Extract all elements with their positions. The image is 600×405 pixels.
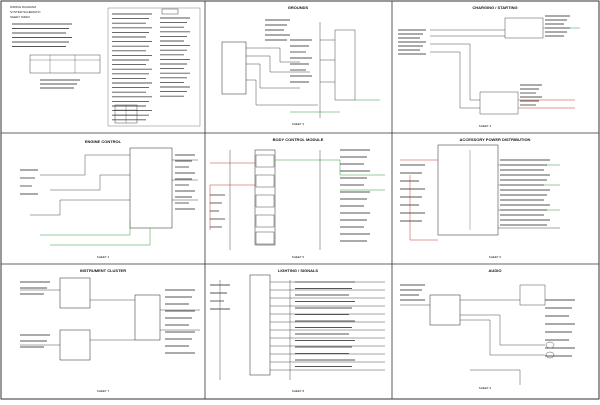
cover-legend-lines bbox=[112, 13, 190, 121]
panel-accessory: ACCESSORY POWER DISTRIBUTION SHEET 6 bbox=[400, 137, 560, 259]
panel-sheet-audio: SHEET 9 bbox=[479, 386, 492, 390]
panel-title-body-control: BODY CONTROL MODULE bbox=[273, 137, 324, 142]
amplifier-block bbox=[519, 284, 546, 306]
speaker-icon bbox=[545, 351, 555, 359]
relay-box bbox=[255, 214, 275, 228]
panel-body-control: BODY CONTROL MODULE SHEET 5 bbox=[209, 137, 385, 259]
panel-audio: AUDIO SHEET 9 bbox=[400, 268, 575, 390]
lighting-module-block bbox=[249, 274, 271, 376]
bcm-block bbox=[254, 149, 276, 246]
connector-block bbox=[221, 41, 247, 95]
relay-box bbox=[255, 194, 275, 208]
panel-lighting: LIGHTING / SIGNALS SHEET 8 bbox=[210, 268, 385, 393]
panel-sheet-grounds: SHEET 2 bbox=[292, 122, 305, 126]
relay-box bbox=[255, 154, 275, 168]
panel-charging: CHARGING / STARTING SHEET 3 bbox=[398, 5, 580, 128]
panel-sheet-accessory: SHEET 6 bbox=[489, 255, 502, 259]
panel-instrument: INSTRUMENT CLUSTER SHEET 7 bbox=[20, 268, 200, 393]
panel-title-engine: ENGINE CONTROL bbox=[85, 139, 122, 144]
ecu-block bbox=[129, 147, 173, 229]
relay-box bbox=[255, 231, 275, 245]
cluster-block bbox=[134, 294, 161, 341]
relay-box bbox=[255, 174, 275, 188]
panel-sheet-charging: SHEET 3 bbox=[479, 124, 492, 128]
panel-title-lighting: LIGHTING / SIGNALS bbox=[278, 268, 319, 273]
cover-header-line-1: WIRING DIAGRAM bbox=[10, 5, 37, 9]
panel-title-audio: AUDIO bbox=[489, 268, 502, 273]
panel-title-accessory: ACCESSORY POWER DISTRIBUTION bbox=[460, 137, 531, 142]
panel-sheet-instrument: SHEET 7 bbox=[97, 389, 110, 393]
alternator-block bbox=[504, 17, 544, 39]
panel-sheet-body-control: SHEET 5 bbox=[292, 255, 305, 259]
gauge-block-2 bbox=[59, 329, 91, 361]
panel-title-grounds: GROUNDS bbox=[288, 5, 309, 10]
starter-block bbox=[479, 91, 519, 115]
panel-engine: ENGINE CONTROL SHEET 4 bbox=[20, 139, 198, 259]
cover-panel: WIRING DIAGRAM SYSTEM SCHEMATIC SHEET IN… bbox=[10, 5, 201, 127]
cover-header-line-2: SYSTEM SCHEMATIC bbox=[10, 10, 41, 14]
panel-sheet-lighting: SHEET 8 bbox=[292, 389, 305, 393]
cover-header-line-3: SHEET INDEX bbox=[10, 15, 30, 19]
speaker-icon bbox=[545, 341, 555, 349]
cover-legend-box bbox=[107, 7, 201, 127]
panel-sheet-engine: SHEET 4 bbox=[97, 255, 110, 259]
cover-text-lines bbox=[12, 23, 80, 89]
cover-table bbox=[29, 54, 101, 74]
gauge-block-1 bbox=[59, 277, 91, 309]
panel-title-charging: CHARGING / STARTING bbox=[472, 5, 517, 10]
radio-block bbox=[429, 294, 461, 326]
panel-grounds: GROUNDS SHEET 2 bbox=[221, 5, 380, 126]
panel-title-instrument: INSTRUMENT CLUSTER bbox=[80, 268, 126, 273]
fuse-box-block bbox=[437, 144, 499, 236]
